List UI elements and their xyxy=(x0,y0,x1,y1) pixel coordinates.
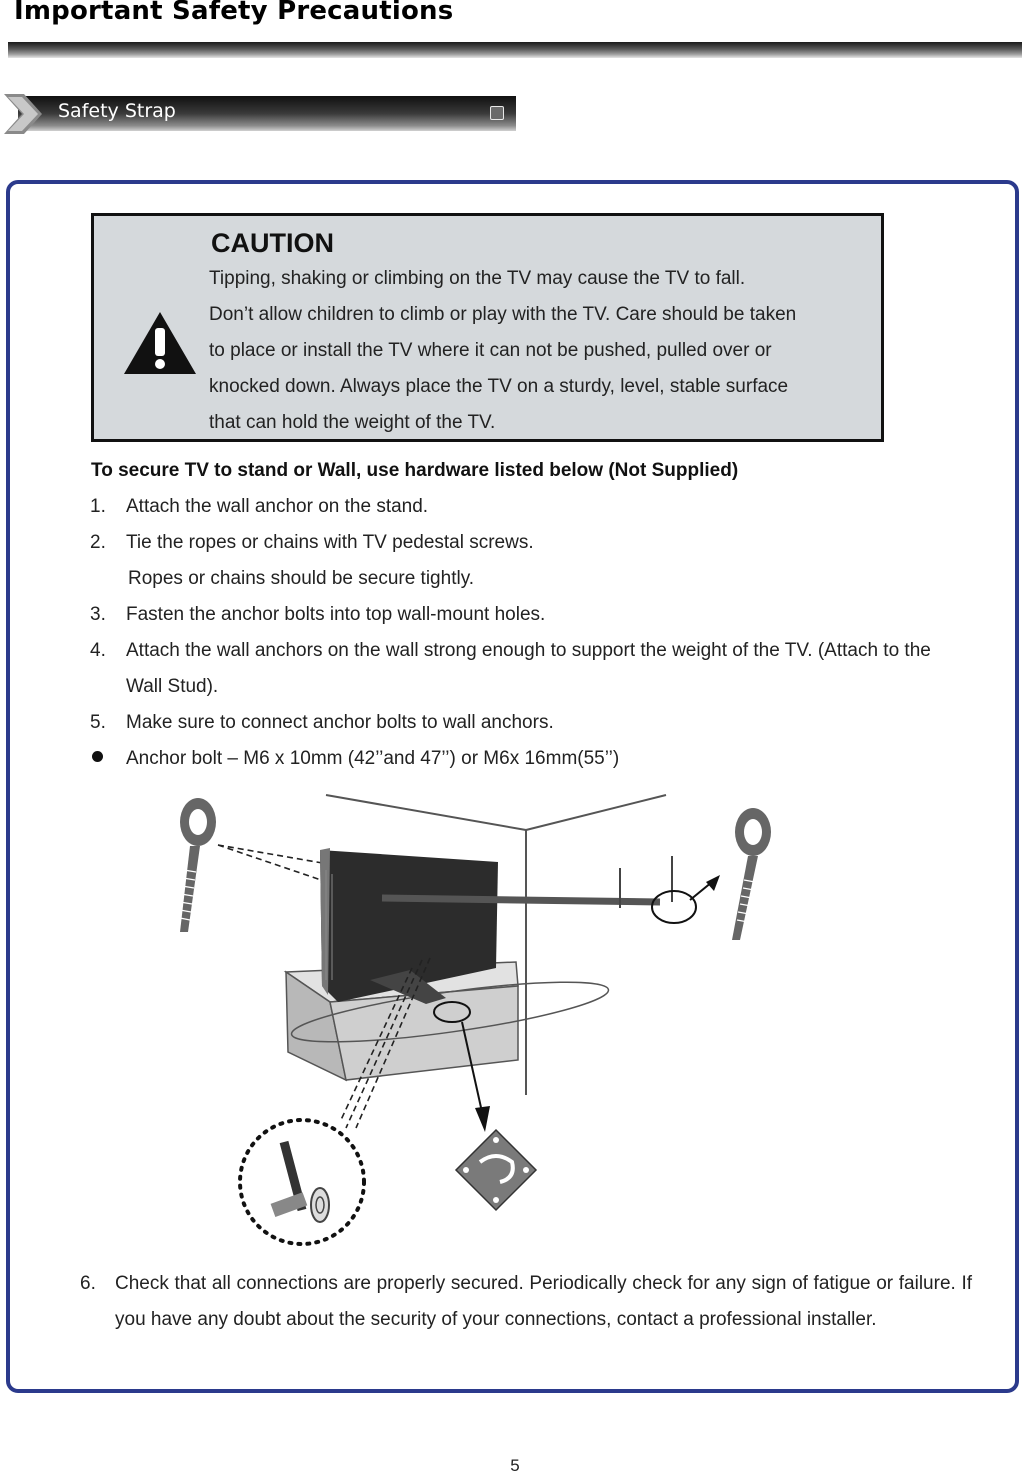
strap-bar xyxy=(381,894,661,906)
caution-line-3: to place or install the TV where it can … xyxy=(209,340,772,361)
stand-anchor-highlight-circle xyxy=(433,1001,471,1023)
step-number: 5. xyxy=(90,712,106,733)
tv-pedestal xyxy=(370,970,446,1004)
step-continuation: Wall Stud). xyxy=(126,676,219,697)
step-subtext: Ropes or chains should be secure tightly… xyxy=(128,568,475,589)
tv-vents xyxy=(325,870,333,980)
detail-dotted-circle xyxy=(238,1118,366,1246)
step-6-text: Check that all connections are properly … xyxy=(115,1273,972,1330)
caution-line-2: Don’t allow children to climb or play wi… xyxy=(209,304,797,325)
left-eye-bolt-icon xyxy=(179,798,216,932)
title-rule xyxy=(8,42,1022,58)
arrowhead-to-plate xyxy=(475,1106,490,1132)
anchor-plate-icon xyxy=(454,1128,538,1212)
step-text: Fasten the anchor bolts into top wall-mo… xyxy=(126,604,546,625)
stand-anchor-ellipse xyxy=(290,981,610,1043)
safety-strap-illustration xyxy=(179,794,771,1246)
tv-side xyxy=(320,848,330,995)
bullet-dot-icon xyxy=(92,751,103,762)
step-text: Attach the wall anchor on the stand. xyxy=(126,496,429,517)
tv-body xyxy=(320,850,498,1002)
anchor-bolt-spec: Anchor bolt – M6 x 10mm (42’’and 47’’) o… xyxy=(126,748,620,769)
section-label: Safety Strap xyxy=(58,100,176,122)
section-bar xyxy=(18,96,516,131)
step-number: 6. xyxy=(80,1273,96,1294)
dashed-leader-bottom xyxy=(339,957,431,1129)
square-box-icon xyxy=(490,106,504,120)
instructions-intro: To secure TV to stand or Wall, use hardw… xyxy=(91,460,739,481)
right-eye-bolt-icon xyxy=(732,808,771,940)
step-text: Make sure to connect anchor bolts to wal… xyxy=(126,712,554,733)
page-number: 5 xyxy=(510,1456,520,1475)
wall-bracket-posts xyxy=(619,856,673,908)
caution-line-4: knocked down. Always place the TV on a s… xyxy=(209,376,789,397)
caution-line-1: Tipping, shaking or climbing on the TV m… xyxy=(209,268,746,289)
section-arrow-icon xyxy=(4,94,42,134)
caution-line-5: that can hold the weight of the TV. xyxy=(209,412,496,433)
step-text: Tie the ropes or chains with TV pedestal… xyxy=(126,532,534,553)
arrow-to-anchor-plate xyxy=(461,1021,483,1113)
step-text: Attach the wall anchors on the wall stro… xyxy=(126,640,931,661)
caution-title: CAUTION xyxy=(211,228,334,258)
caution-box: CAUTION Tipping, shaking or climbing on … xyxy=(91,213,884,442)
warning-triangle-icon xyxy=(124,312,196,374)
page-title: Important Safety Precautions xyxy=(14,0,454,26)
step-number: 2. xyxy=(90,532,106,553)
step-number: 3. xyxy=(90,604,106,625)
content-frame xyxy=(6,180,1019,1393)
screw-detail-icon xyxy=(270,1140,330,1223)
step-number: 1. xyxy=(90,496,106,517)
wall-corner-lines xyxy=(325,794,667,1095)
wall-mount-highlight-circle xyxy=(651,890,697,924)
section-tab: Safety Strap xyxy=(4,94,516,134)
step-number: 4. xyxy=(90,640,106,661)
arrowhead-to-bolt xyxy=(706,875,720,891)
arrow-to-right-bolt xyxy=(689,881,713,901)
